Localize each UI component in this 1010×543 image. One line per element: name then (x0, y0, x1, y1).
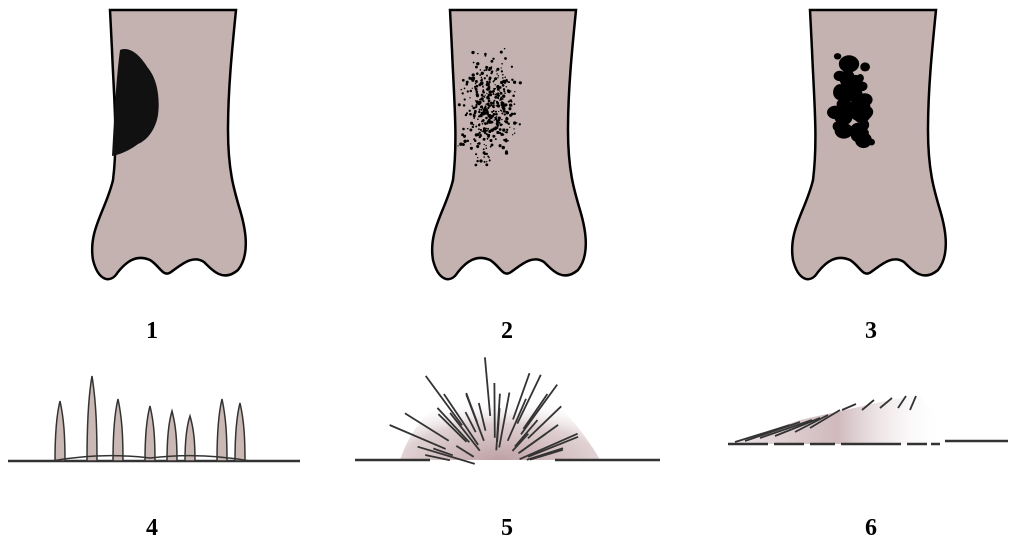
panel-label-6: 6 (841, 515, 901, 542)
periosteal-panel-4 (8, 376, 300, 461)
spicules (52, 376, 250, 461)
periosteal-panel-6 (728, 395, 1008, 444)
bone-panel-3 (792, 10, 946, 279)
panel-label-5: 5 (477, 515, 537, 542)
bone-panel-2 (432, 10, 586, 279)
panel-label-3: 3 (841, 318, 901, 345)
panel-label-2: 2 (477, 318, 537, 345)
bone-panel-1 (92, 10, 246, 279)
panel-label-1: 1 (122, 318, 182, 345)
panel-label-4: 4 (122, 515, 182, 542)
periosteal-panel-5 (355, 357, 660, 464)
